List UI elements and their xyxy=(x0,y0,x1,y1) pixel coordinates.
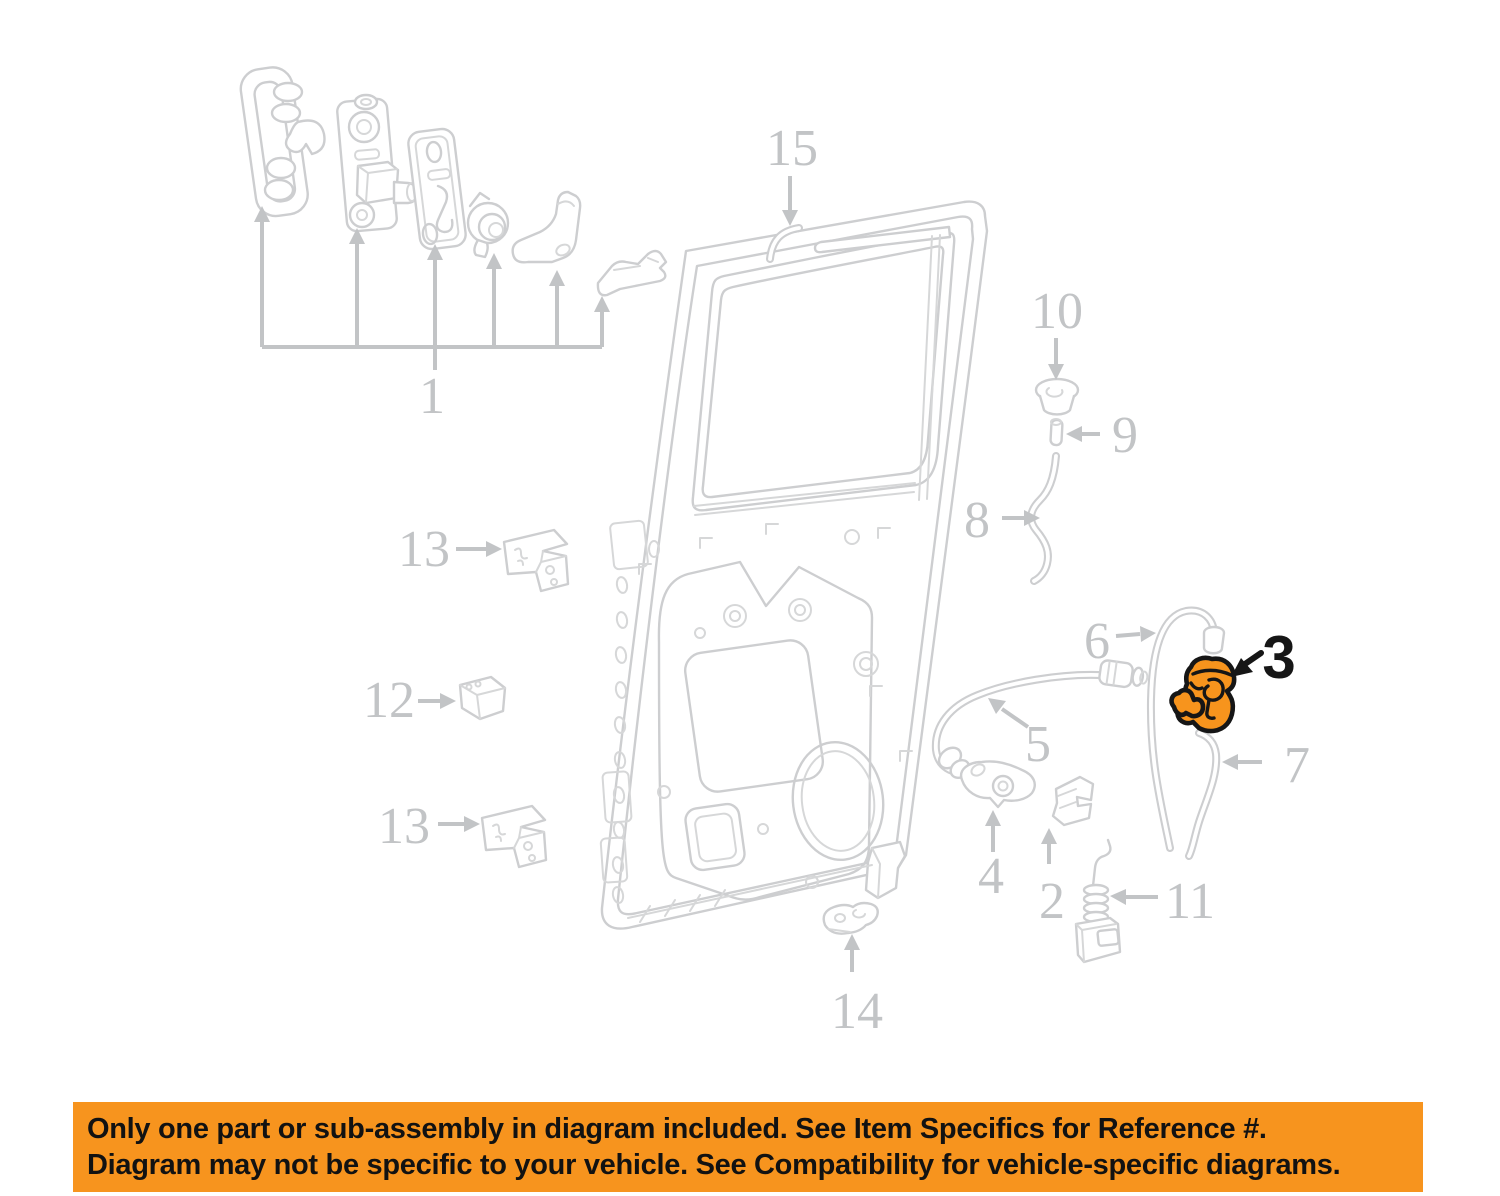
callout-2: 2 xyxy=(1039,873,1065,930)
callout-13-upper: 13 xyxy=(398,521,450,578)
part-spring-clip xyxy=(466,191,510,259)
hook-detail xyxy=(284,119,326,156)
part-rod-7 xyxy=(1185,729,1221,860)
part-clip-12 xyxy=(458,675,507,721)
callout-8: 8 xyxy=(964,492,990,549)
part-latch-plate xyxy=(407,127,467,251)
arrow-3 xyxy=(1242,650,1264,667)
part-lock-actuator-3-highlighted xyxy=(1169,655,1237,734)
callout-15: 15 xyxy=(766,120,818,177)
callout-10: 10 xyxy=(1031,283,1083,340)
part-handle-mechanism xyxy=(336,93,419,233)
part-plate-14 xyxy=(822,901,879,935)
callout-14: 14 xyxy=(831,983,883,1040)
key-slot xyxy=(435,184,454,234)
part-release-cable-5 xyxy=(931,659,1149,780)
arrow-6 xyxy=(1115,632,1141,638)
highlight-small-wing xyxy=(1169,687,1206,719)
part-link-lever xyxy=(596,249,668,297)
callout-labels: 15 1 10 9 8 13 12 13 6 5 3 7 4 2 11 14 xyxy=(363,120,1310,1040)
part-striker-13-lower xyxy=(480,804,548,869)
part-grommet-10 xyxy=(1034,377,1080,416)
flange-cutouts xyxy=(599,519,649,884)
callout-6: 6 xyxy=(1084,613,1110,670)
disclaimer-line-1: Only one part or sub-assembly in diagram… xyxy=(87,1113,1267,1145)
bottom-hatch-ticks xyxy=(639,889,726,923)
access-hole xyxy=(683,639,825,793)
top-trim-strip xyxy=(813,225,952,254)
part-striker-13-upper xyxy=(502,528,570,593)
arrow-3-head xyxy=(1231,658,1253,677)
lower-access-hole xyxy=(684,802,746,872)
part-actuator-11 xyxy=(1074,838,1122,964)
disclaimer-banner: Only one part or sub-assembly in diagram… xyxy=(73,1102,1423,1192)
callout-13-lower: 13 xyxy=(378,798,430,855)
callout-12: 12 xyxy=(363,672,415,729)
callout-5: 5 xyxy=(1025,716,1051,773)
callout-1: 1 xyxy=(419,368,445,425)
arrow-5 xyxy=(1000,707,1030,729)
disclaimer-line-2: Diagram may not be specific to your vehi… xyxy=(87,1149,1341,1181)
part-rod-8 xyxy=(1027,452,1060,585)
callout-1-bracket xyxy=(254,206,610,370)
part-pin-9 xyxy=(1049,418,1064,447)
roller-bracket xyxy=(864,840,907,900)
callout-arrows xyxy=(254,176,1264,972)
part-clip-2 xyxy=(1051,775,1095,827)
callout-3: 3 xyxy=(1262,624,1295,691)
part-door-panel xyxy=(599,200,989,930)
part-handle-escutcheon xyxy=(239,66,326,218)
part-latch-4 xyxy=(959,760,1036,809)
callout-4: 4 xyxy=(978,848,1004,905)
part-lock-cable-6 xyxy=(1146,606,1226,852)
callout-11: 11 xyxy=(1165,873,1215,930)
callout-9: 9 xyxy=(1112,407,1138,464)
part-hook-bracket xyxy=(511,190,582,264)
callout-7: 7 xyxy=(1284,737,1310,794)
water-shield xyxy=(657,560,874,901)
speaker-opening xyxy=(791,740,885,862)
